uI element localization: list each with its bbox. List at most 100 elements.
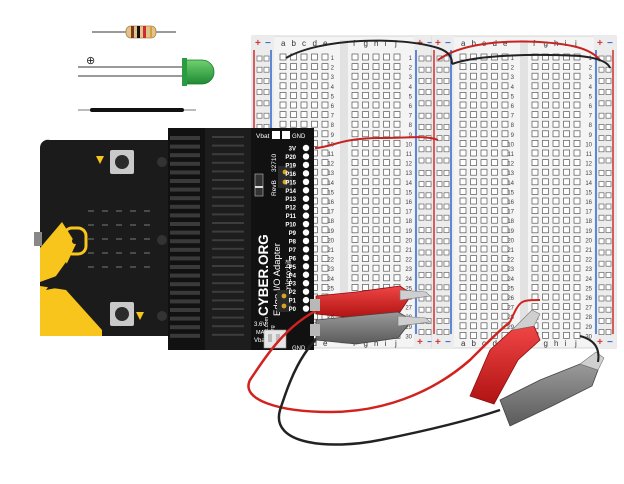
row-number: 22 [585, 258, 592, 264]
breadboard-hole [563, 111, 570, 118]
breadboard-hole [459, 101, 467, 109]
breadboard-hole [491, 207, 498, 214]
breadboard-hole [573, 159, 581, 166]
row-number: 15 [405, 190, 412, 196]
rail-hole [256, 89, 263, 95]
breadboard-hole [563, 140, 570, 147]
rail-minus-label: − [607, 337, 613, 348]
rail-hole [418, 329, 425, 335]
breadboard-hole [470, 140, 477, 147]
row-number: 10 [585, 142, 592, 148]
rail-hole [418, 272, 425, 278]
rail-hole [443, 100, 450, 107]
breadboard-hole [290, 92, 297, 99]
breadboard-hole [372, 274, 380, 282]
breadboard-hole [573, 312, 581, 320]
breadboard-hole [573, 63, 581, 70]
breadboard-hole [372, 236, 380, 243]
edge-slot [212, 170, 244, 173]
rail-hole [418, 157, 425, 164]
breadboard-hole [480, 284, 488, 291]
pin-label: P3 [289, 282, 297, 288]
wire-black-right [451, 53, 611, 69]
rail-plus-label: + [435, 38, 441, 49]
rail-hole [443, 295, 450, 302]
breadboard-hole [362, 92, 369, 99]
breadboard-hole [459, 312, 467, 320]
row-number: 3 [409, 75, 413, 81]
breadboard-hole [459, 264, 467, 272]
breadboard-hole [393, 53, 401, 61]
breadboard-hole [573, 322, 581, 330]
rail-hole [605, 249, 612, 256]
breadboard-hole [552, 236, 560, 243]
row-number: 23 [585, 267, 592, 273]
rail-hole [263, 112, 270, 119]
breadboard-hole [393, 216, 401, 224]
breadboard-hole [542, 92, 549, 99]
rail-hole [598, 89, 605, 95]
breadboard-hole [383, 226, 390, 234]
breadboard-hole [573, 168, 581, 176]
column-letter: a [461, 339, 466, 348]
breadboard-hole [542, 332, 549, 339]
rail-hole [605, 66, 612, 73]
matrix-led [116, 266, 122, 268]
breadboard-hole [362, 159, 369, 166]
breadboard-hole [459, 130, 467, 138]
breadboard-hole [321, 101, 329, 109]
breadboard-hole [552, 264, 560, 272]
breadboard-hole [552, 159, 560, 166]
breadboard-hole [470, 111, 477, 118]
row-number: 2 [511, 66, 515, 72]
edge-slot [212, 136, 244, 138]
rail-hole [418, 238, 425, 245]
row-number: 11 [508, 152, 515, 158]
breadboard-hole [459, 63, 467, 70]
row-number: 5 [589, 94, 593, 100]
rail-hole [598, 100, 605, 107]
row-number: 2 [589, 66, 593, 72]
breadboard-hole [563, 264, 570, 272]
breadboard-hole [501, 63, 509, 70]
breadboard-hole [542, 72, 549, 80]
breadboard-hole [552, 101, 560, 109]
breadboard-hole [351, 53, 359, 61]
breadboard-hole [321, 226, 329, 234]
row-number: 12 [327, 162, 334, 168]
breadboard-hole [351, 168, 359, 176]
matrix-led [144, 210, 150, 212]
pin-label: P10 [285, 223, 296, 229]
row-number: 25 [327, 286, 334, 292]
rail-hole [418, 89, 425, 95]
rail-hole [605, 135, 612, 141]
row-number: 9 [511, 133, 515, 139]
rail-hole [436, 146, 443, 153]
rail-hole [425, 306, 432, 313]
edge-slot [212, 161, 244, 164]
breadboard-hole [383, 130, 390, 138]
rail-hole [598, 192, 605, 199]
pin-label: P2 [289, 290, 297, 296]
pin-socket [302, 220, 310, 228]
row-number: 23 [327, 267, 334, 273]
rail-hole [443, 112, 450, 119]
breadboard-hole [563, 293, 570, 301]
breadboard-hole [531, 188, 539, 195]
breadboard-hole [470, 274, 477, 282]
rail-hole [598, 146, 605, 153]
breadboard-hole [491, 72, 498, 80]
breadboard-hole [501, 188, 509, 195]
rail-hole [436, 284, 443, 291]
rail-hole [598, 157, 605, 164]
pin-socket [302, 187, 310, 194]
breadboard-hole [531, 101, 539, 109]
breadboard-hole [459, 284, 467, 291]
edge-finger [170, 325, 200, 330]
breadboard-hole [362, 207, 369, 214]
rail-hole [425, 124, 432, 130]
rail-hole [598, 329, 605, 335]
breadboard-hole [383, 63, 390, 70]
breadboard-hole [279, 120, 287, 128]
breadboard-hole [542, 197, 549, 205]
